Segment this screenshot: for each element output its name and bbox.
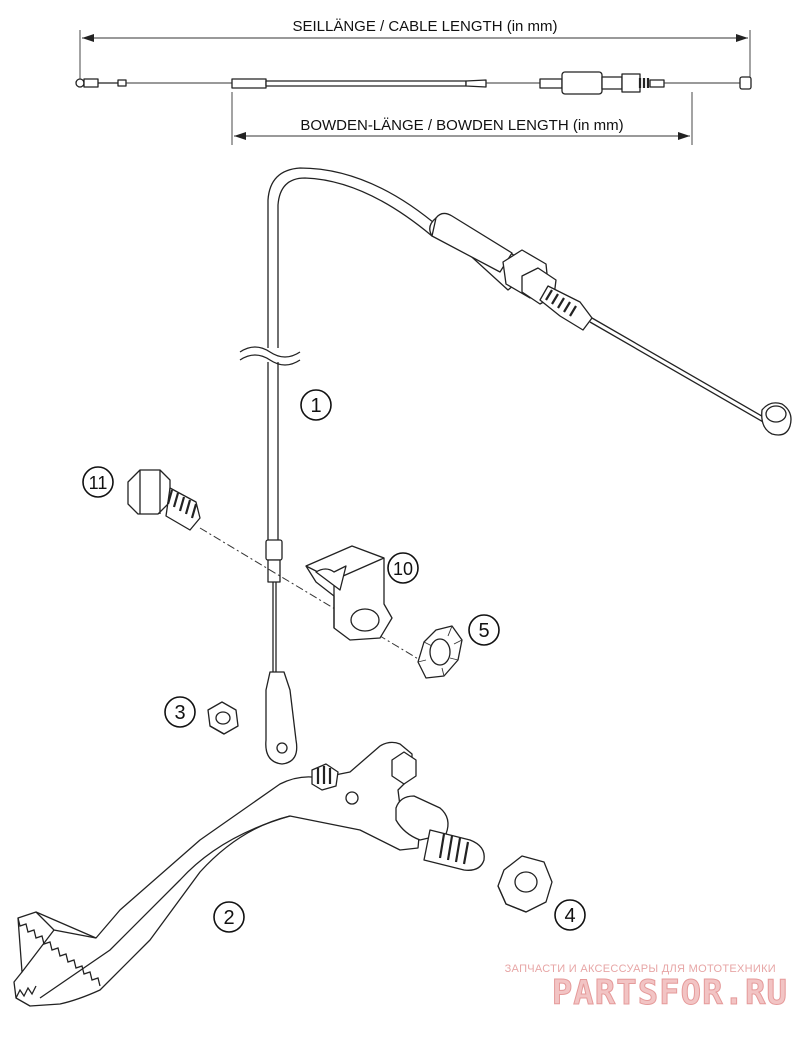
callout-5: 5: [468, 614, 500, 646]
callout-11: 11: [82, 466, 114, 498]
callout-4: 4: [554, 899, 586, 931]
callout-3: 3: [164, 696, 196, 728]
watermark: ЗАПЧАСТИ И АКСЕССУАРЫ ДЛЯ МОТОТЕХНИКИ PA…: [505, 963, 788, 1014]
bowden-length-label: BOWDEN-LÄNGE / BOWDEN LENGTH (in mm): [300, 117, 623, 134]
callout-5-label: 5: [478, 620, 489, 642]
brake-cable: [239, 167, 792, 765]
callout-1: 1: [300, 389, 332, 421]
callout-10-label: 10: [393, 559, 413, 579]
bowden-length-dimension: BOWDEN-LÄNGE / BOWDEN LENGTH (in mm): [231, 92, 693, 145]
callout-4-label: 4: [564, 905, 575, 927]
callout-2: 2: [213, 901, 245, 933]
callout-1-label: 1: [310, 395, 321, 417]
callout-10: 10: [387, 552, 419, 584]
cable-length-dimension: SEILLÄNGE / CABLE LENGTH (in mm): [79, 18, 751, 80]
brake-pedal: [13, 741, 485, 1007]
cable-length-label: SEILLÄNGE / CABLE LENGTH (in mm): [292, 18, 557, 35]
small-nut: [207, 701, 239, 735]
watermark-brand: PARTSFOR.RU: [552, 973, 788, 1013]
cable-schematic: [75, 71, 752, 95]
callout-3-label: 3: [174, 702, 185, 724]
watermark-tagline: ЗАПЧАСТИ И АКСЕССУАРЫ ДЛЯ МОТОТЕХНИКИ: [505, 963, 776, 975]
callout-2-label: 2: [223, 907, 234, 929]
flange-nut: [497, 855, 553, 913]
bolt: [127, 469, 201, 531]
cable-bracket: [305, 545, 393, 641]
lock-washer: [417, 625, 463, 679]
assembly-axis: [199, 527, 421, 661]
callout-11-label: 11: [89, 473, 108, 493]
